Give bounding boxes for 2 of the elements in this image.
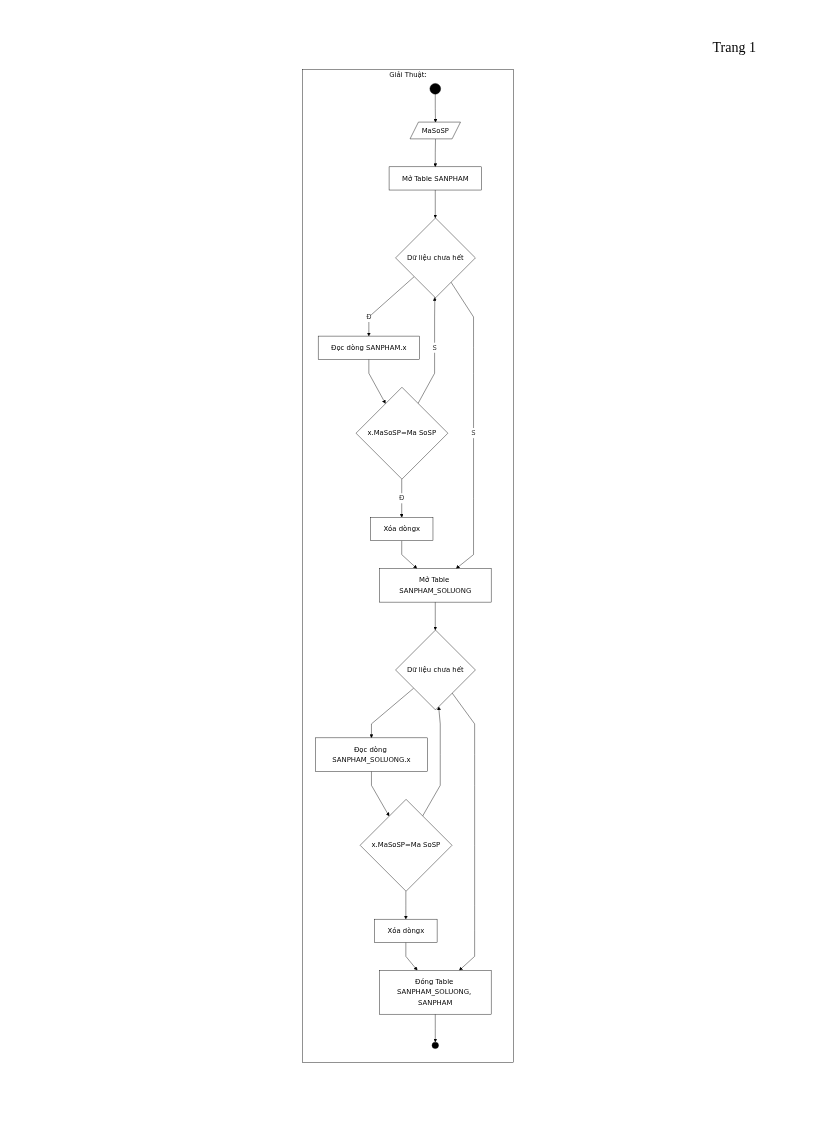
node-circle: [431, 1041, 439, 1049]
page-number: Trang 1: [712, 40, 756, 56]
